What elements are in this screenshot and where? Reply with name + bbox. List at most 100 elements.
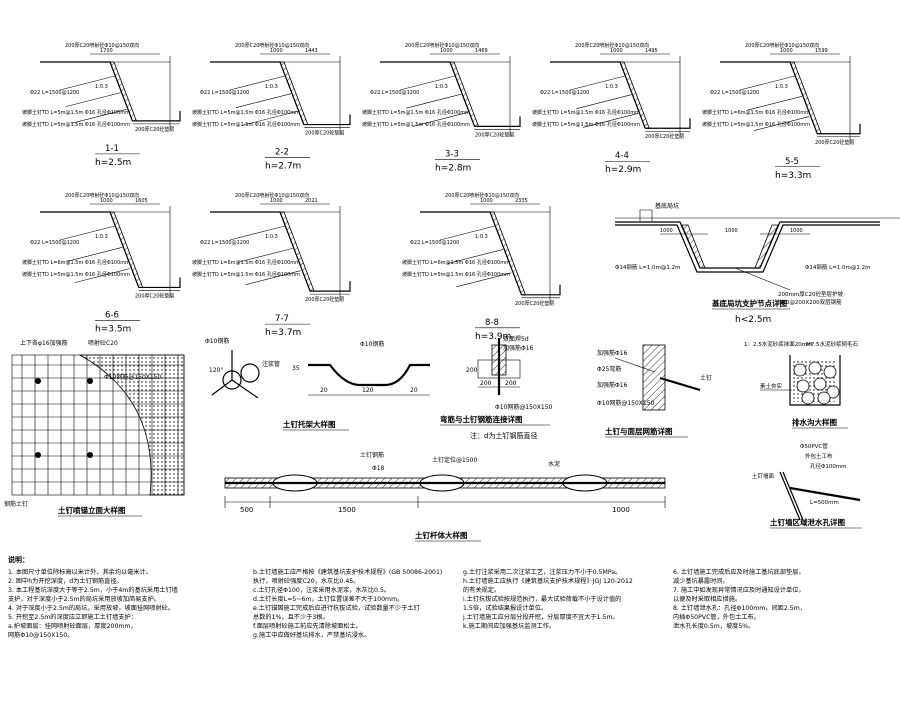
section-nail-bot: 坡脚土钉TD L=5m@1.5m Φ16 孔径Φ100mm — [362, 121, 470, 128]
section-nail-bot: 坡脚土钉TD L=5m@1.5m Φ16 孔径Φ100mm — [702, 121, 810, 128]
bracket-dim-3: 20 — [410, 387, 418, 394]
section-dim: 1469 — [475, 48, 488, 54]
section-nail-bot: 坡脚土钉TD L=5m@1.5m Φ16 孔径Φ100mm — [22, 271, 130, 278]
section-dim: 2021 — [305, 198, 318, 204]
section-nail-mid: 坡脚土钉TD L=5m@1.5m Φ16 孔径Φ100mm — [362, 109, 470, 116]
stone-shape — [813, 377, 827, 391]
note-line: 1.5倍，试验结果报设计单位。 — [463, 605, 548, 612]
note-line: g.施工中应做好基坑排水，严禁基坑浸水。 — [253, 632, 371, 639]
nail-body-dim-2: 1500 — [338, 506, 356, 514]
note-line: i.土钉抗拔试验按规范执行，最大试验荷载不小于设计值的 — [463, 596, 622, 603]
note-line: c.土钉孔径Φ100，注浆采用水泥浆，水灰比0.5。 — [253, 587, 391, 594]
facade-detail: 上下各φ16加强筋 喷射砼C20 Φ10网筋@150X150 钢筋土钉 土钉喷锚… — [4, 339, 185, 517]
section-dim: 1443 — [305, 48, 318, 54]
bend-dim-1: 200 — [480, 380, 492, 387]
note-line: 1. 本图尺寸单位除标高以米计外，其余均以毫米计。 — [8, 569, 152, 576]
section-nail-top: Φ22 L=1500@1200 — [200, 240, 249, 246]
note-line: 总数的1%，且不少于3根。 — [253, 614, 329, 621]
bracket-angle: 120° — [209, 367, 223, 374]
note-line: j.土钉墙施工应分层分段开挖，分层厚度不宜大于1.5m。 — [463, 614, 619, 621]
mesh-l2: Φ25弯筋 — [597, 365, 621, 373]
section-base-label: 200厚C20砼垫层 — [135, 126, 174, 133]
nail-body-l3: 土钉定位@1500 — [432, 456, 477, 464]
section-dim: 1605 — [135, 198, 148, 204]
section-dim: 1700 — [100, 48, 113, 54]
section-nail-bot: 坡脚土钉TD L=5m@1.5m Φ16 孔径Φ100mm — [192, 121, 300, 128]
bend-weld: 双面焊5d — [503, 335, 529, 343]
stone-shape — [793, 363, 807, 377]
note-line: 支护，对于深度小于2.5m的局坑采用放坡加简易支护。 — [8, 596, 160, 603]
nail-body-l1: 土钉钢筋 — [360, 451, 384, 459]
nail-body-detail: 土钉钢筋 Φ18 土钉定位@1500 水泥 500 1500 1000 土钉杆体… — [224, 451, 666, 542]
pit-detail: 基底局坑 1000 1000 1000 Φ14钢筋 L=1.0m@1.2m Φ1… — [615, 202, 900, 325]
nail-head — [35, 452, 41, 458]
note-line: d.土钉长度L=5~6m，土钉位置误差不大于100mm。 — [253, 596, 404, 603]
nail-body-title: 土钉杆体大样图 — [415, 530, 468, 540]
drain-hole-l1: Φ50PVC管 — [800, 442, 828, 450]
pit-detail-h: h<2.5m — [735, 315, 771, 325]
notes-col-4: 6. 土钉墙施工完成后应及时施工基坑底部垫层， 减少基坑暴露时间。7. 施工中如… — [673, 568, 878, 631]
section-nail-bot: 坡脚土钉TD L=5m@1.5m Φ16 孔径Φ100mm — [22, 121, 130, 128]
mesh-l1: 加强筋Φ16 — [597, 349, 628, 357]
bend-dim-2: 200 — [505, 380, 517, 387]
section-depth: h=2.9m — [605, 165, 641, 175]
section-slope: 1:0.3 — [265, 234, 278, 240]
bracket-detail: Φ10钢筋 注浆管 120° Φ10钢筋 35 20 120 20 土钉托架大样… — [205, 337, 430, 431]
note-line: 泄水孔长度0.5m，坡度5%。 — [673, 623, 755, 630]
section-shotcrete-label: 200厚C20喷射砼Φ10@150双向 — [745, 42, 819, 49]
bracket-height: 35 — [292, 365, 300, 372]
note-line: 2. 图中h为开挖深度，d为土钉钢筋直径。 — [8, 578, 123, 585]
section-nail-top: Φ22 L=1500@1200 — [30, 90, 79, 96]
section-nail-mid: 坡脚土钉TD L=5m@1.5m Φ16 孔径Φ100mm — [192, 109, 300, 116]
pit-dim-3: 1000 — [790, 228, 803, 234]
mesh-l4: Φ10网筋@150X150 — [597, 399, 655, 407]
section-slope: 1:0.3 — [605, 84, 618, 90]
nail-body-l2: Φ18 — [372, 465, 385, 472]
section-base-label: 200厚C20砼垫层 — [815, 139, 854, 146]
section-nail-mid: 坡脚土钉TD L=6m@1.5m Φ16 孔径Φ100mm — [192, 259, 300, 266]
section-nail-top: Φ22 L=1500@1200 — [30, 240, 79, 246]
section-title: 1-1 — [105, 144, 119, 154]
bracket-bar-label-2: Φ10钢筋 — [360, 340, 384, 348]
section-shotcrete-label: 200厚C20喷射砼Φ10@150双向 — [65, 42, 139, 49]
stone-shape — [826, 385, 840, 399]
nail-head — [87, 452, 93, 458]
section-depth: h=3.7m — [265, 328, 301, 338]
pit-bottom-1: 200mm厚C20砼垫层护坡 — [778, 290, 844, 298]
stone-shape — [796, 379, 810, 393]
note-line: 4. 对于深度小于2.5m的局坑，采用放坡，坡面挂网喷射砼。 — [8, 605, 175, 612]
bend-bar2: Φ10网筋@150X150 — [495, 403, 553, 411]
note-line: 8. 土钉墙泄水孔：孔径Φ100mm，间距2.5m， — [673, 605, 806, 612]
note-line: f.面层喷射砼施工前应先清除坡面松土。 — [253, 623, 362, 630]
section-depth: h=3.9m — [475, 332, 511, 342]
section-slope: 1:0.3 — [95, 234, 108, 240]
section-title: 3-3 — [445, 149, 459, 159]
section-nail-bot: 坡脚土钉TD L=5m@1.5m Φ16 孔径Φ100mm — [192, 271, 300, 278]
drain-hole-l2: 外包土工布 — [805, 452, 833, 460]
section-dim: 1000 — [270, 198, 283, 204]
section-dim: 2335 — [515, 198, 528, 204]
stone-shape — [823, 365, 837, 379]
mesh-detail: 加强筋Φ16 Φ25弯筋 加强筋Φ16 Φ10网筋@150X150 土钉 土钉与… — [597, 344, 712, 438]
section-slope: 1:0.3 — [95, 84, 108, 90]
pit-nail-left: Φ14钢筋 L=1.0m@1.2m — [615, 263, 680, 271]
pit-detail-title: 基底局坑支护节点详图 — [711, 298, 787, 308]
pit-dim-1: 1000 — [660, 228, 673, 234]
drain-detail: 1：2.5水泥砂浆抹面20mm M7.5水泥砂浆砌毛石 素土夯实 排水沟大样图 — [744, 340, 858, 429]
nail-body-dim-1: 500 — [240, 506, 253, 514]
facade-top-label: 上下各φ16加强筋 — [20, 339, 68, 347]
note-line: 6. 土钉墙施工完成后应及时施工基坑底部垫层， — [673, 569, 805, 576]
section-title: 2-2 — [275, 148, 289, 158]
section-base-label: 200厚C20砼垫层 — [135, 292, 174, 299]
facade-nail-label: 钢筋土钉 — [4, 500, 28, 508]
section-nail-mid: 坡脚土钉TD L=5m@1.5m Φ16 孔径Φ100mm — [22, 109, 130, 116]
section-depth: h=3.3m — [775, 171, 811, 181]
